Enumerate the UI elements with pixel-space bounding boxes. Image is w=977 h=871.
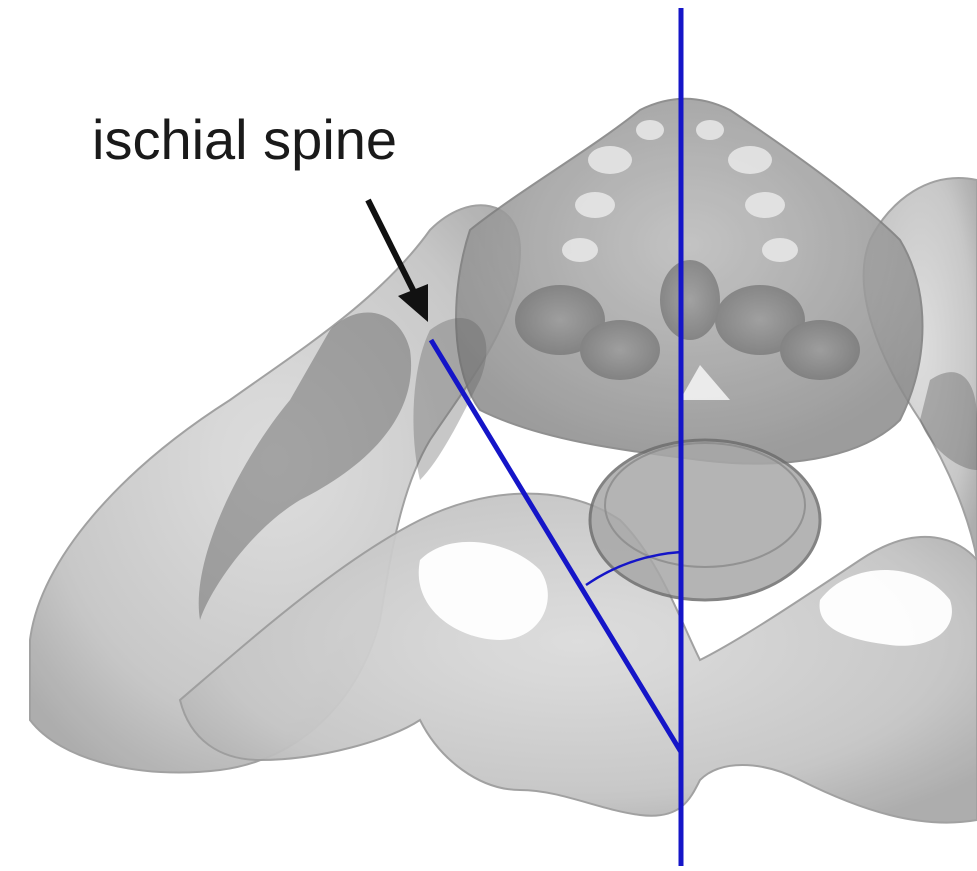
right-ischial-shadow <box>920 372 977 470</box>
ischial-spine-label: ischial spine <box>92 112 397 168</box>
vertebral-body <box>590 440 820 600</box>
